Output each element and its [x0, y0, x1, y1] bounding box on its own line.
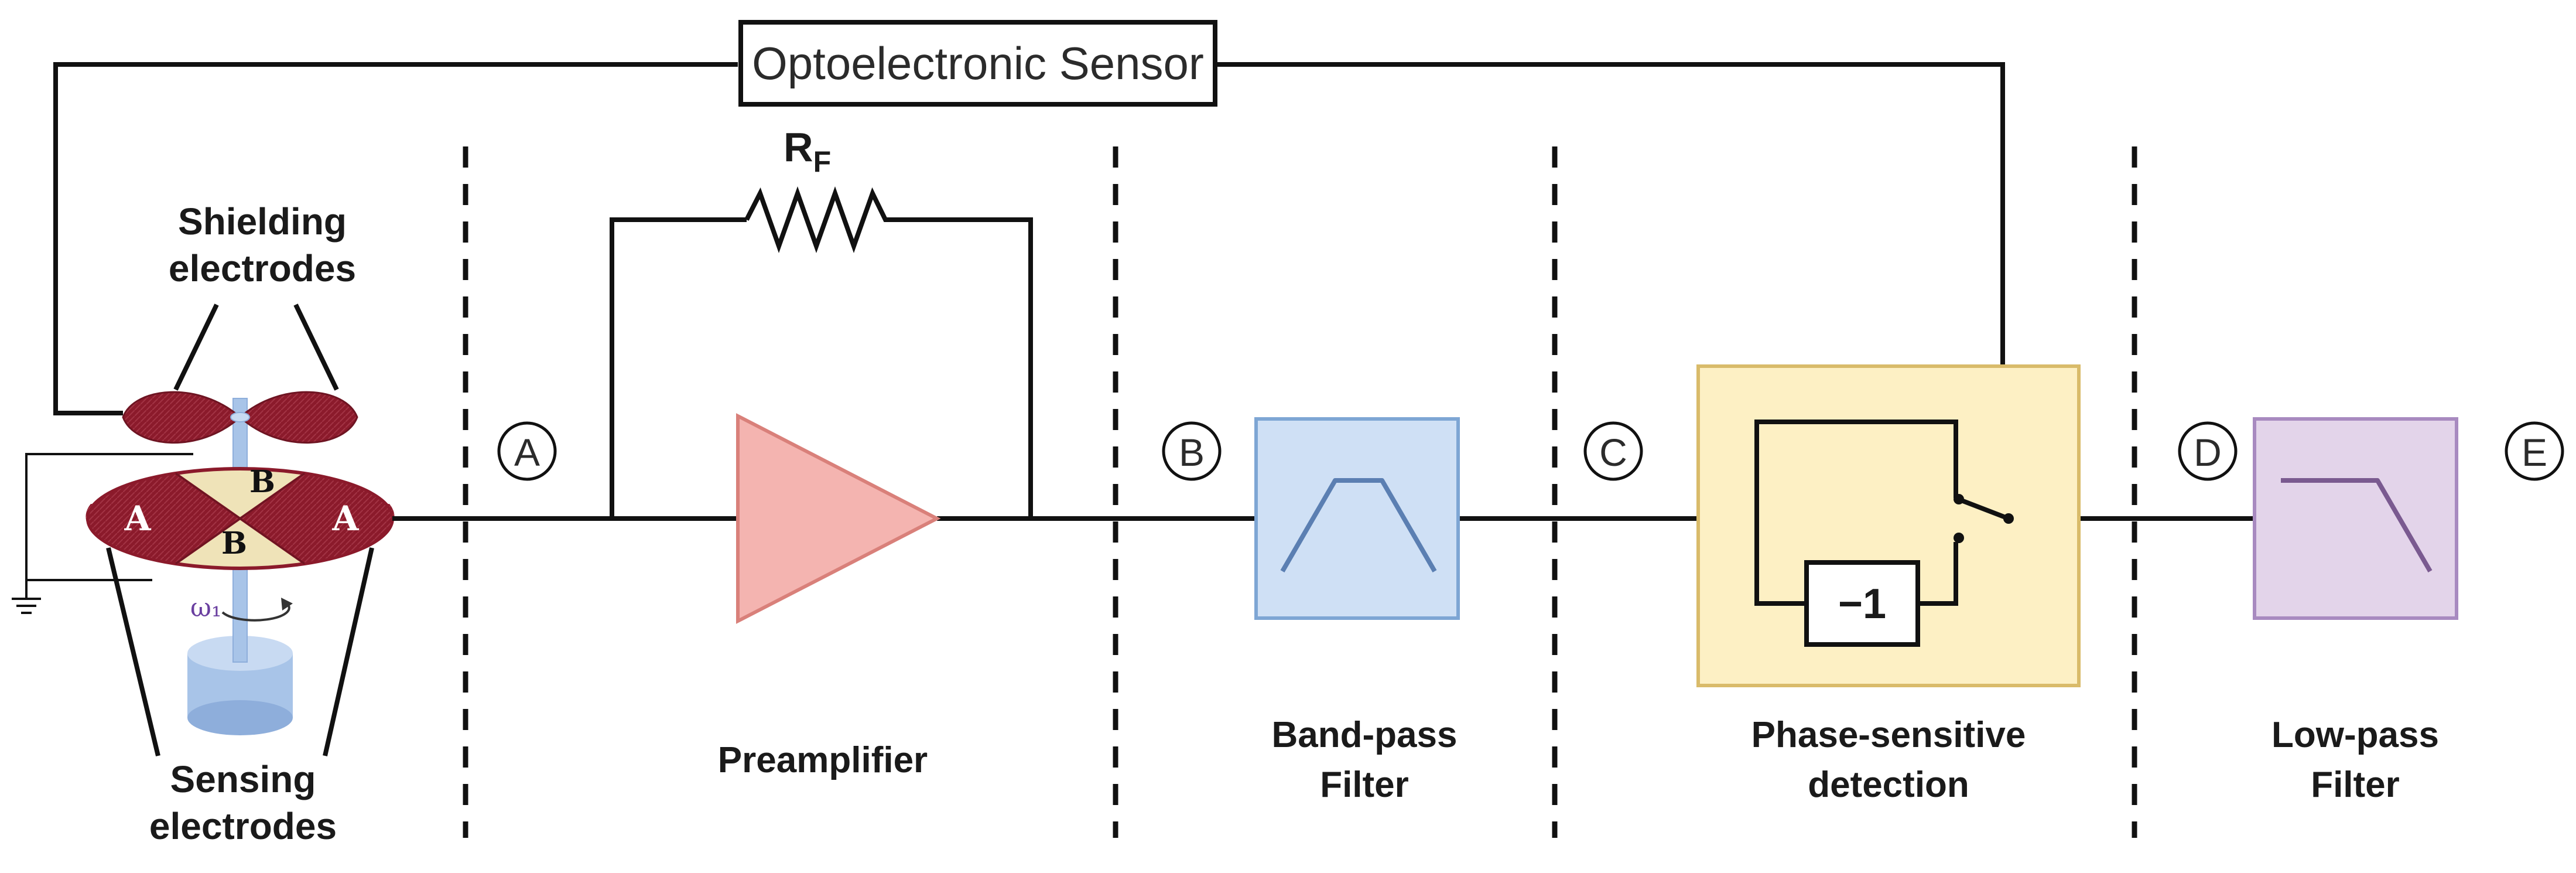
switch-contact-bottom [1954, 533, 1964, 543]
electrode-b-top: B [249, 464, 275, 500]
bandpass-filter: Band-pass Filter [1254, 417, 1460, 805]
svg-text:Band-pass: Band-pass [1272, 715, 1458, 755]
svg-text:Shielding: Shielding [178, 200, 347, 243]
svg-text:Filter: Filter [2311, 765, 2400, 805]
preamplifier: RF Preamplifier [610, 124, 1033, 780]
rf-label: RF [784, 124, 831, 178]
point-a: A [497, 421, 557, 481]
svg-text:electrodes: electrodes [169, 247, 356, 289]
electrode-a-right: A [331, 499, 359, 538]
shielding-electrodes-label: Shielding electrodes [169, 200, 356, 391]
svg-text:Sensing: Sensing [170, 758, 316, 800]
phase-sensitive-detection: −1 Phase-sensitive detection [1696, 364, 2081, 805]
point-b: B [1162, 421, 1222, 481]
switch-contact-top [1954, 494, 1964, 504]
sensing-pointer-right [323, 547, 374, 756]
rotation-indicator: ω₁ [190, 593, 293, 623]
svg-text:Low-pass: Low-pass [2271, 715, 2439, 755]
stage-separators [463, 146, 2137, 838]
inverter-label: −1 [1838, 581, 1886, 628]
sensing-pointer-left [106, 547, 160, 756]
lowpass-curve [2281, 478, 2433, 573]
electrode-a-left: A [124, 499, 151, 538]
svg-text:Filter: Filter [1320, 765, 1409, 805]
svg-text:Phase-sensitive: Phase-sensitive [1751, 715, 2026, 755]
inverter-block: −1 [1804, 560, 1920, 647]
svg-text:D: D [2194, 431, 2222, 474]
svg-text:E: E [2522, 431, 2547, 474]
point-c: C [1583, 421, 1643, 481]
point-d: D [2178, 421, 2238, 481]
shielding-pointer-right [293, 303, 339, 391]
lowpass-filter: Low-pass Filter [2253, 417, 2458, 805]
svg-text:B: B [1179, 431, 1205, 474]
bandpass-curve [1280, 478, 1437, 573]
sensing-electrodes-label: Sensing electrodes [149, 758, 337, 847]
electrode-assembly: A A B B ω₁ [12, 391, 395, 756]
point-markers: A B C D E [497, 421, 2564, 481]
sensing-electrodes: A A B B [85, 464, 395, 570]
svg-text:C: C [1599, 431, 1627, 474]
feedback-resistor [744, 186, 896, 253]
amplifier-triangle [736, 413, 941, 624]
shielding-electrodes [122, 391, 358, 444]
optoelectronic-sensor: Optoelectronic Sensor [738, 20, 1217, 107]
shielding-pointer-left [173, 303, 219, 391]
svg-text:A: A [514, 431, 540, 474]
preamplifier-label: Preamplifier [718, 740, 928, 780]
sensor-label: Optoelectronic Sensor [752, 37, 1204, 89]
point-e: E [2505, 421, 2564, 481]
svg-text:detection: detection [1808, 765, 1969, 805]
svg-text:electrodes: electrodes [149, 805, 337, 847]
electrode-b-bottom: B [221, 526, 247, 561]
omega-label: ω₁ [190, 593, 222, 623]
switch-arm [1962, 499, 2010, 521]
